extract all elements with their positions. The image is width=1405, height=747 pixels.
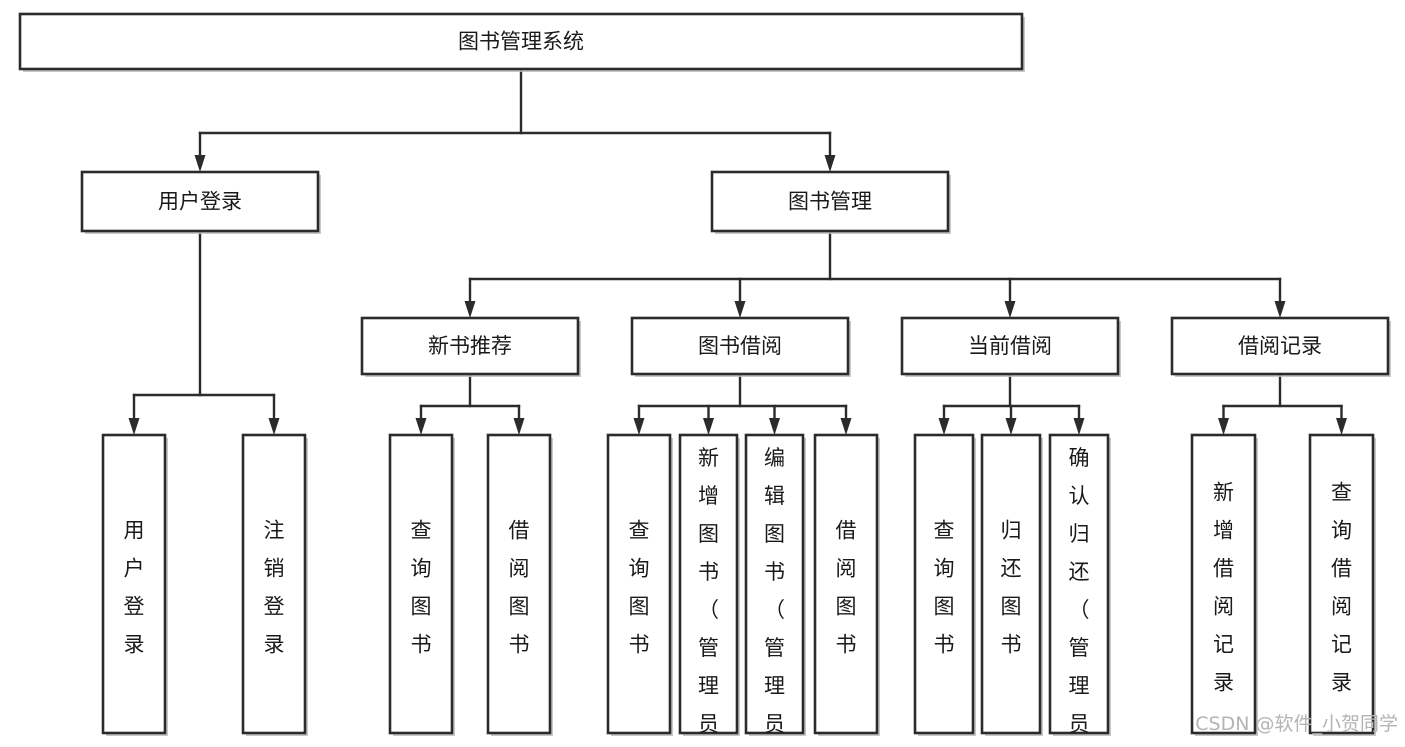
- node-user-login[interactable]: 用户登录: [80, 170, 321, 234]
- node-label: 新增图书（管理员）: [698, 446, 719, 747]
- node-root[interactable]: 图书管理系统: [18, 12, 1025, 72]
- node-leaf-query-book-borrow[interactable]: 查询图书: [606, 433, 673, 736]
- node-rect[interactable]: [18, 12, 1024, 71]
- connector-arrowhead: [464, 301, 476, 318]
- node-leaf-borrow-book-recommend[interactable]: 借阅图书: [486, 433, 553, 736]
- node-rect[interactable]: [630, 316, 850, 376]
- node-leaf-add-book-admin[interactable]: 新增图书（管理员）: [678, 433, 740, 747]
- connector-arrowhead: [513, 418, 525, 435]
- node-label: 用户登录: [158, 190, 242, 214]
- node-rect[interactable]: [241, 433, 307, 735]
- node-book-borrow[interactable]: 图书借阅: [630, 316, 851, 377]
- connector-arrowhead: [938, 418, 950, 435]
- node-label: 借阅图书: [509, 519, 530, 657]
- connector-arrowhead: [1004, 301, 1016, 318]
- node-label: 当前借阅: [968, 334, 1052, 358]
- node-label: 编辑图书（管理员）: [764, 446, 785, 747]
- node-leaf-edit-book-admin[interactable]: 编辑图书（管理员）: [744, 433, 806, 747]
- connector-arrowhead: [840, 418, 852, 435]
- connector-arrowhead: [268, 418, 280, 435]
- connector-c-borrow-split: [633, 372, 852, 435]
- connector-c-user-login-split: [128, 229, 280, 435]
- node-rect[interactable]: [980, 433, 1042, 735]
- node-label: 借阅图书: [836, 519, 857, 657]
- node-label: 查询图书: [411, 519, 432, 657]
- connector-arrowhead: [769, 418, 780, 435]
- connector-arrowhead: [1274, 301, 1286, 318]
- connector-arrowhead: [415, 418, 427, 435]
- connector-arrowhead: [128, 418, 140, 435]
- node-label: 注销登录: [264, 519, 285, 657]
- connector-c-book-manage-split: [464, 229, 1286, 318]
- nodes-layer: 图书管理系统用户登录图书管理新书推荐图书借阅当前借阅借阅记录用户登录注销登录查询…: [18, 12, 1391, 747]
- node-rect[interactable]: [360, 316, 580, 376]
- node-label: 查询图书: [629, 519, 650, 657]
- connector-arrowhead: [734, 301, 746, 318]
- node-label: 归还图书: [1001, 519, 1022, 657]
- connector-arrowhead: [1073, 418, 1085, 435]
- node-leaf-user-login[interactable]: 用户登录: [101, 433, 168, 736]
- connector-arrowhead: [1336, 418, 1347, 435]
- connector-arrowhead: [824, 155, 836, 172]
- connector-arrowhead: [703, 418, 714, 435]
- connector-c-record-split: [1218, 372, 1347, 435]
- node-rect[interactable]: [606, 433, 672, 735]
- connector-c-root-split: [194, 67, 836, 172]
- node-current-borrow[interactable]: 当前借阅: [900, 316, 1121, 377]
- node-rect[interactable]: [101, 433, 167, 735]
- node-label: 图书管理: [788, 190, 872, 214]
- node-label: 查询图书: [934, 519, 955, 657]
- node-leaf-query-borrow-record[interactable]: 查询借阅记录: [1308, 433, 1376, 736]
- connector-arrowhead: [1218, 418, 1229, 435]
- node-leaf-add-borrow-record[interactable]: 新增借阅记录: [1190, 433, 1258, 736]
- node-rect[interactable]: [388, 433, 454, 735]
- node-book-manage[interactable]: 图书管理: [710, 170, 951, 234]
- node-borrow-record[interactable]: 借阅记录: [1170, 316, 1391, 377]
- node-label: 用户登录: [124, 519, 145, 657]
- node-rect[interactable]: [813, 433, 879, 735]
- node-leaf-logout-login[interactable]: 注销登录: [241, 433, 308, 736]
- node-rect[interactable]: [486, 433, 552, 735]
- node-rect[interactable]: [1190, 433, 1257, 735]
- connector-c-current-split: [938, 372, 1085, 435]
- node-leaf-query-book-recommend[interactable]: 查询图书: [388, 433, 455, 736]
- node-rect[interactable]: [1170, 316, 1390, 376]
- node-rect[interactable]: [678, 433, 739, 735]
- node-label: 图书借阅: [698, 334, 782, 358]
- node-label: 图书管理系统: [458, 30, 584, 54]
- connector-arrowhead: [1005, 418, 1017, 435]
- connector-c-recommend-split: [415, 372, 525, 435]
- node-leaf-borrow-book[interactable]: 借阅图书: [813, 433, 880, 736]
- node-label: 确认归还（管理员）: [1069, 446, 1090, 747]
- node-label: 借阅记录: [1238, 334, 1322, 358]
- node-rect[interactable]: [1048, 433, 1110, 735]
- node-leaf-query-book-current[interactable]: 查询图书: [913, 433, 976, 736]
- node-leaf-confirm-return-admin[interactable]: 确认归还（管理员）: [1048, 433, 1111, 747]
- connector-arrowhead: [633, 418, 645, 435]
- node-label: 新增借阅记录: [1213, 481, 1234, 695]
- node-label: 查询借阅记录: [1331, 481, 1352, 695]
- node-rect[interactable]: [80, 170, 320, 233]
- node-rect[interactable]: [1308, 433, 1375, 735]
- node-rect[interactable]: [900, 316, 1120, 376]
- csdn-watermark: CSDN @软件_小贺同学: [1195, 713, 1398, 735]
- node-new-book-recommend[interactable]: 新书推荐: [360, 316, 581, 377]
- node-leaf-return-book[interactable]: 归还图书: [980, 433, 1043, 736]
- node-label: 新书推荐: [428, 334, 512, 358]
- node-rect[interactable]: [710, 170, 950, 233]
- connector-arrowhead: [194, 155, 206, 172]
- node-rect[interactable]: [913, 433, 975, 735]
- connectors-layer: [128, 67, 1347, 435]
- node-rect[interactable]: [744, 433, 805, 735]
